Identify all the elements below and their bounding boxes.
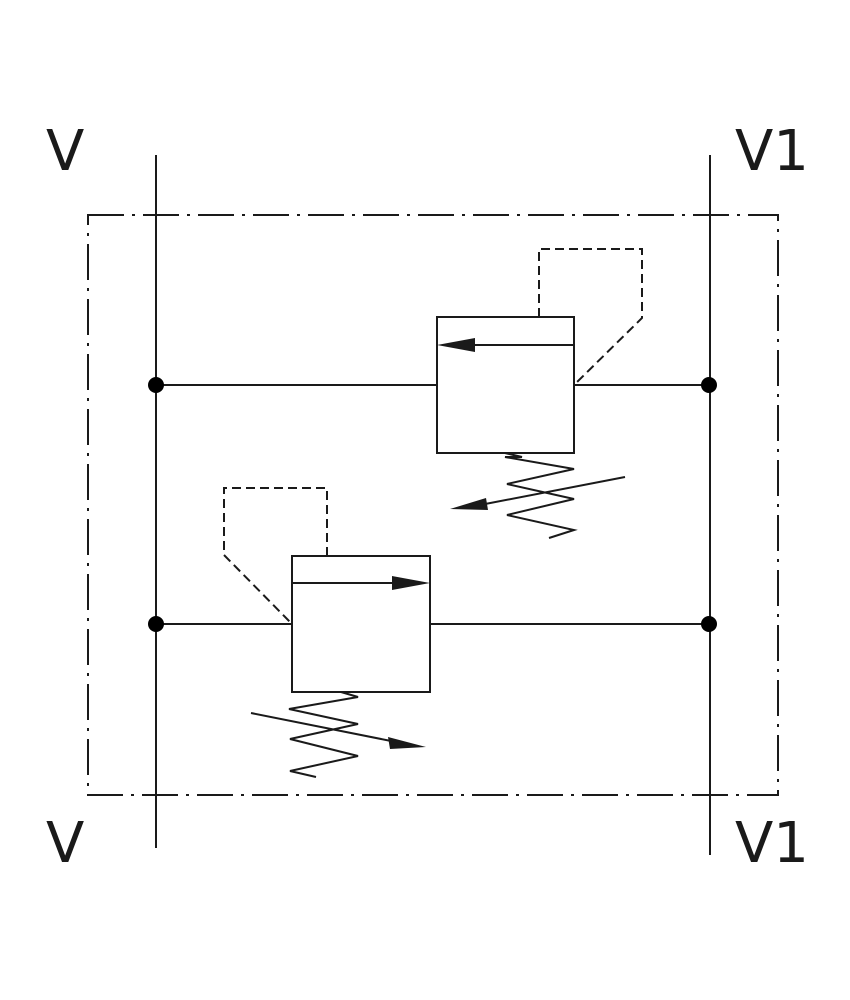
adjust-arrow-shaft <box>479 476 626 506</box>
dash-dot-enclosure <box>87 214 779 796</box>
relief-valve-lower <box>223 487 431 778</box>
adjust-arrow-head <box>450 498 488 510</box>
pilot-line <box>538 248 643 386</box>
adjust-arrow-shaft <box>250 712 397 743</box>
port-label-v1-top: V1 <box>735 119 809 184</box>
adjust-arrow-head <box>388 737 426 749</box>
flow-arrow-head <box>392 576 430 590</box>
junction-dot <box>701 377 717 393</box>
junction-dot <box>701 616 717 632</box>
junction-dot <box>148 377 164 393</box>
flow-arrow-head <box>437 338 475 352</box>
junction-dot <box>148 616 164 632</box>
pilot-line <box>223 487 328 625</box>
port-label-v-bottom: V <box>46 811 85 876</box>
valve-body <box>436 316 575 454</box>
port-label-v-top: V <box>46 119 85 184</box>
valve-body <box>291 555 431 693</box>
spring-icon <box>504 452 578 539</box>
relief-valve-upper <box>436 248 643 539</box>
spring-icon <box>288 691 359 778</box>
port-label-v1-bottom: V1 <box>735 811 809 876</box>
